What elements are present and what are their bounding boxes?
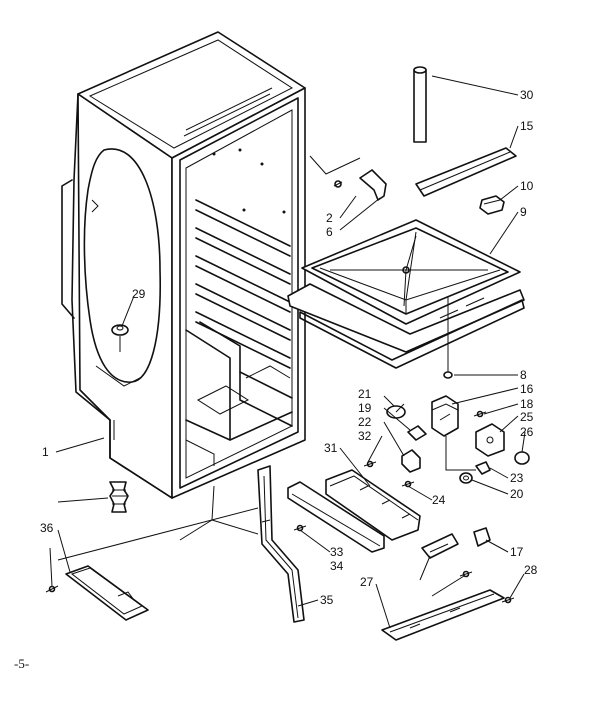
callout-21: 25 [520,410,534,424]
callout-27: 31 [324,441,338,455]
clip-part-10 [479,195,505,215]
screw-part-8 [443,296,453,379]
housing-part-21 [475,423,505,457]
kickplate-part-23 [381,589,505,641]
clamp-part-18 [401,449,421,473]
trim-part-31 [257,465,305,623]
switch-part-13 [473,527,491,547]
channel-part-29 [287,481,385,553]
callout-26: 30 [520,88,534,102]
callout-10: 10 [520,179,534,193]
callout-15: 19 [358,401,372,415]
nut-part-19 [475,461,491,475]
grommet-part-16 [459,472,473,484]
leveling-leg-part-34 [109,481,129,513]
callout-16: 20 [510,487,524,501]
page-number: -5- [14,656,29,671]
callout-28: 32 [358,429,372,443]
bracket-part-2-6 [333,169,387,201]
knob-part-22 [514,451,530,465]
cabinet-part-1 [61,31,306,499]
callout-13: 17 [510,545,524,559]
bracket-part-27 [325,469,421,541]
callout-23: 27 [360,575,374,589]
callout-9: 9 [520,205,527,219]
screw-part-20 [401,480,415,488]
callout-19: 23 [510,471,524,485]
callout-2: 2 [326,211,333,225]
callout-30: 34 [330,559,344,573]
callout-12: 16 [520,382,534,396]
shelf-frame-part-9 [287,219,525,369]
cover-part-11 [415,147,517,197]
callout-18: 22 [358,415,372,429]
bracket-part-35 [421,533,473,578]
callout-17: 21 [358,387,372,401]
callout-6: 6 [326,225,333,239]
callout-31: 35 [320,593,334,607]
callout-labels: 30 15 10 9 2 6 8 16 18 25 26 23 20 21 19… [40,88,538,607]
rod-part-26 [413,66,427,143]
callout-14: 18 [520,397,534,411]
callout-1: 1 [42,445,49,459]
callout-11: 15 [520,119,534,133]
screw-part-28 [363,460,377,468]
callout-22: 26 [520,425,534,439]
callout-32: 36 [40,521,54,535]
screw-part-24 [501,596,515,604]
callout-24: 28 [524,563,538,577]
screw-part-25 [111,324,129,352]
callout-20: 24 [432,493,446,507]
sensor-part-17 [386,403,406,419]
callout-25: 29 [132,287,146,301]
callout-8: 8 [520,368,527,382]
base-channel-part-32 [45,565,149,621]
leader-lines [49,75,526,629]
thermostat-part-12 [431,395,476,471]
screw-part-14 [473,410,487,418]
callout-29: 33 [330,545,344,559]
clip-part-15 [407,425,427,441]
